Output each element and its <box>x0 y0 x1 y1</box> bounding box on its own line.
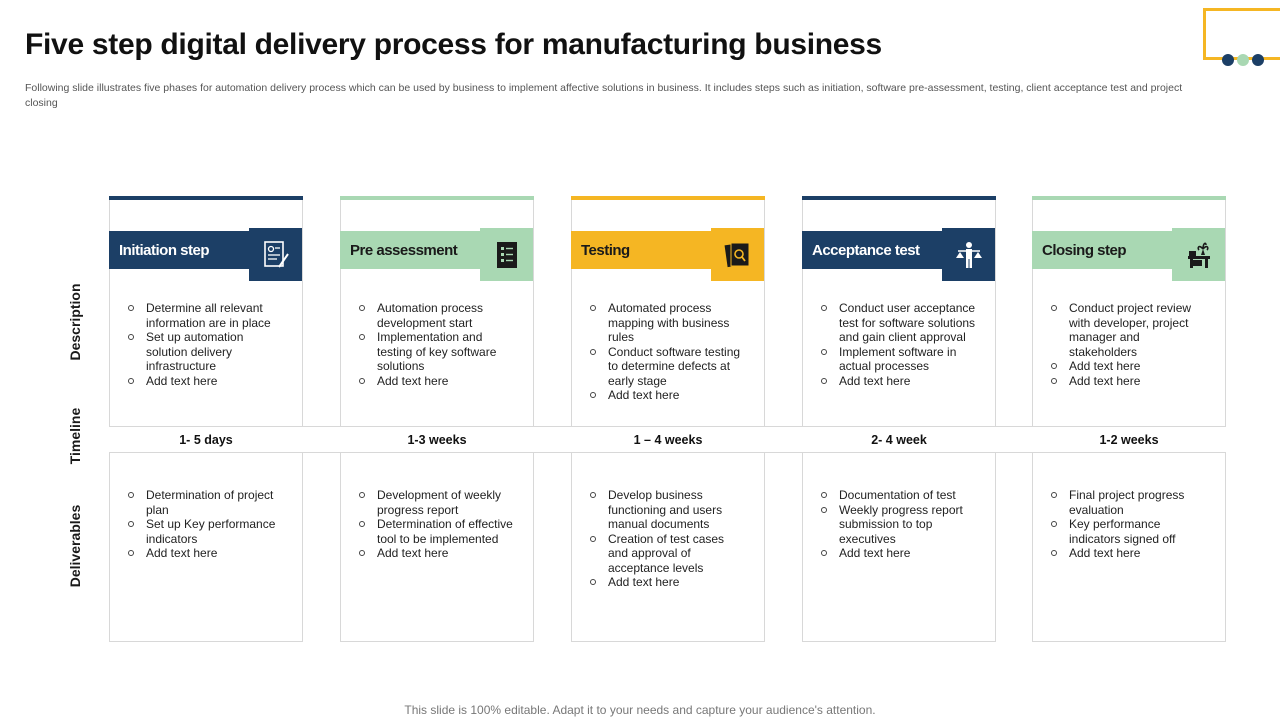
description-item: Determine all relevant information are i… <box>125 301 285 330</box>
deliverable-item: Creation of test cases and approval of a… <box>587 532 747 576</box>
timeline-row: 1- 5 days 1-3 weeks 1 – 4 weeks 2- 4 week 1-… <box>109 426 1226 453</box>
document-search-icon <box>711 228 764 281</box>
timeline-value: 1-3 weeks <box>407 432 467 447</box>
description-item: Add text here <box>587 388 747 403</box>
person-balance-icon <box>942 228 995 281</box>
deliverable-item: Final project progress evaluation <box>1048 488 1208 517</box>
checklist-icon <box>480 228 533 281</box>
deliverable-item: Key performance indicators signed off <box>1048 517 1208 546</box>
description-item: Set up automation solution delivery infr… <box>125 330 285 374</box>
deliverable-item: Add text here <box>818 546 978 561</box>
deliverable-item: Add text here <box>1048 546 1208 561</box>
step-title: Testing <box>571 231 711 269</box>
card-top-bar <box>571 196 765 200</box>
deliverable-item: Add text here <box>356 546 516 561</box>
deliverables-list: Develop business functioning and users m… <box>587 488 747 590</box>
page-title: Five step digital delivery process for m… <box>25 28 882 61</box>
description-list: Determine all relevant information are i… <box>125 301 285 388</box>
deliverable-item: Add text here <box>125 546 285 561</box>
decoration-dot <box>1237 54 1249 66</box>
deliverable-item: Set up Key performance indicators <box>125 517 285 546</box>
footer-note: This slide is 100% editable. Adapt it to… <box>404 703 876 717</box>
description-item: Conduct user acceptance test for softwar… <box>818 301 978 345</box>
step-title: Closing step <box>1032 231 1172 269</box>
step-title: Initiation step <box>109 231 249 269</box>
step-title: Acceptance test <box>802 231 942 269</box>
card-top-bar <box>802 196 996 200</box>
description-item: Automated process mapping with business … <box>587 301 747 345</box>
description-item: Automation process development start <box>356 301 516 330</box>
description-item: Add text here <box>1048 374 1208 389</box>
deliverable-item: Add text here <box>587 575 747 590</box>
timeline-value: 1 – 4 weeks <box>633 432 703 447</box>
decoration-dot <box>1222 54 1234 66</box>
description-list: Conduct user acceptance test for softwar… <box>818 301 978 388</box>
description-item: Implementation and testing of key softwa… <box>356 330 516 374</box>
deliverable-item: Determination of effective tool to be im… <box>356 517 516 546</box>
description-item: Add text here <box>125 374 285 389</box>
description-list: Automated process mapping with business … <box>587 301 747 403</box>
deliverable-item: Determination of project plan <box>125 488 285 517</box>
deliverable-item: Weekly progress report submission to top… <box>818 503 978 547</box>
card-top-bar <box>1032 196 1226 200</box>
timeline-value: 1- 5 days <box>179 432 233 447</box>
timeline-value: 2- 4 week <box>871 432 927 447</box>
description-list: Conduct project review with developer, p… <box>1048 301 1208 388</box>
description-item: Add text here <box>818 374 978 389</box>
row-label-deliverables: Deliverables <box>67 504 83 588</box>
description-item: Implement software in actual processes <box>818 345 978 374</box>
report-document-icon <box>249 228 302 281</box>
corner-decoration <box>1203 8 1280 60</box>
decoration-dot <box>1252 54 1264 66</box>
deliverable-item: Development of weekly progress report <box>356 488 516 517</box>
timeline-value: 1-2 weeks <box>1099 432 1159 447</box>
description-item: Add text here <box>1048 359 1208 374</box>
deliverable-item: Documentation of test <box>818 488 978 503</box>
page-subtitle: Following slide illustrates five phases … <box>25 82 1183 109</box>
card-top-bar <box>109 196 303 200</box>
description-item: Conduct software testing to determine de… <box>587 345 747 389</box>
deliverable-item: Develop business functioning and users m… <box>587 488 747 532</box>
step-title: Pre assessment <box>340 231 480 269</box>
desk-plant-icon <box>1172 228 1225 281</box>
description-item: Conduct project review with developer, p… <box>1048 301 1208 359</box>
card-top-bar <box>340 196 534 200</box>
description-item: Add text here <box>356 374 516 389</box>
